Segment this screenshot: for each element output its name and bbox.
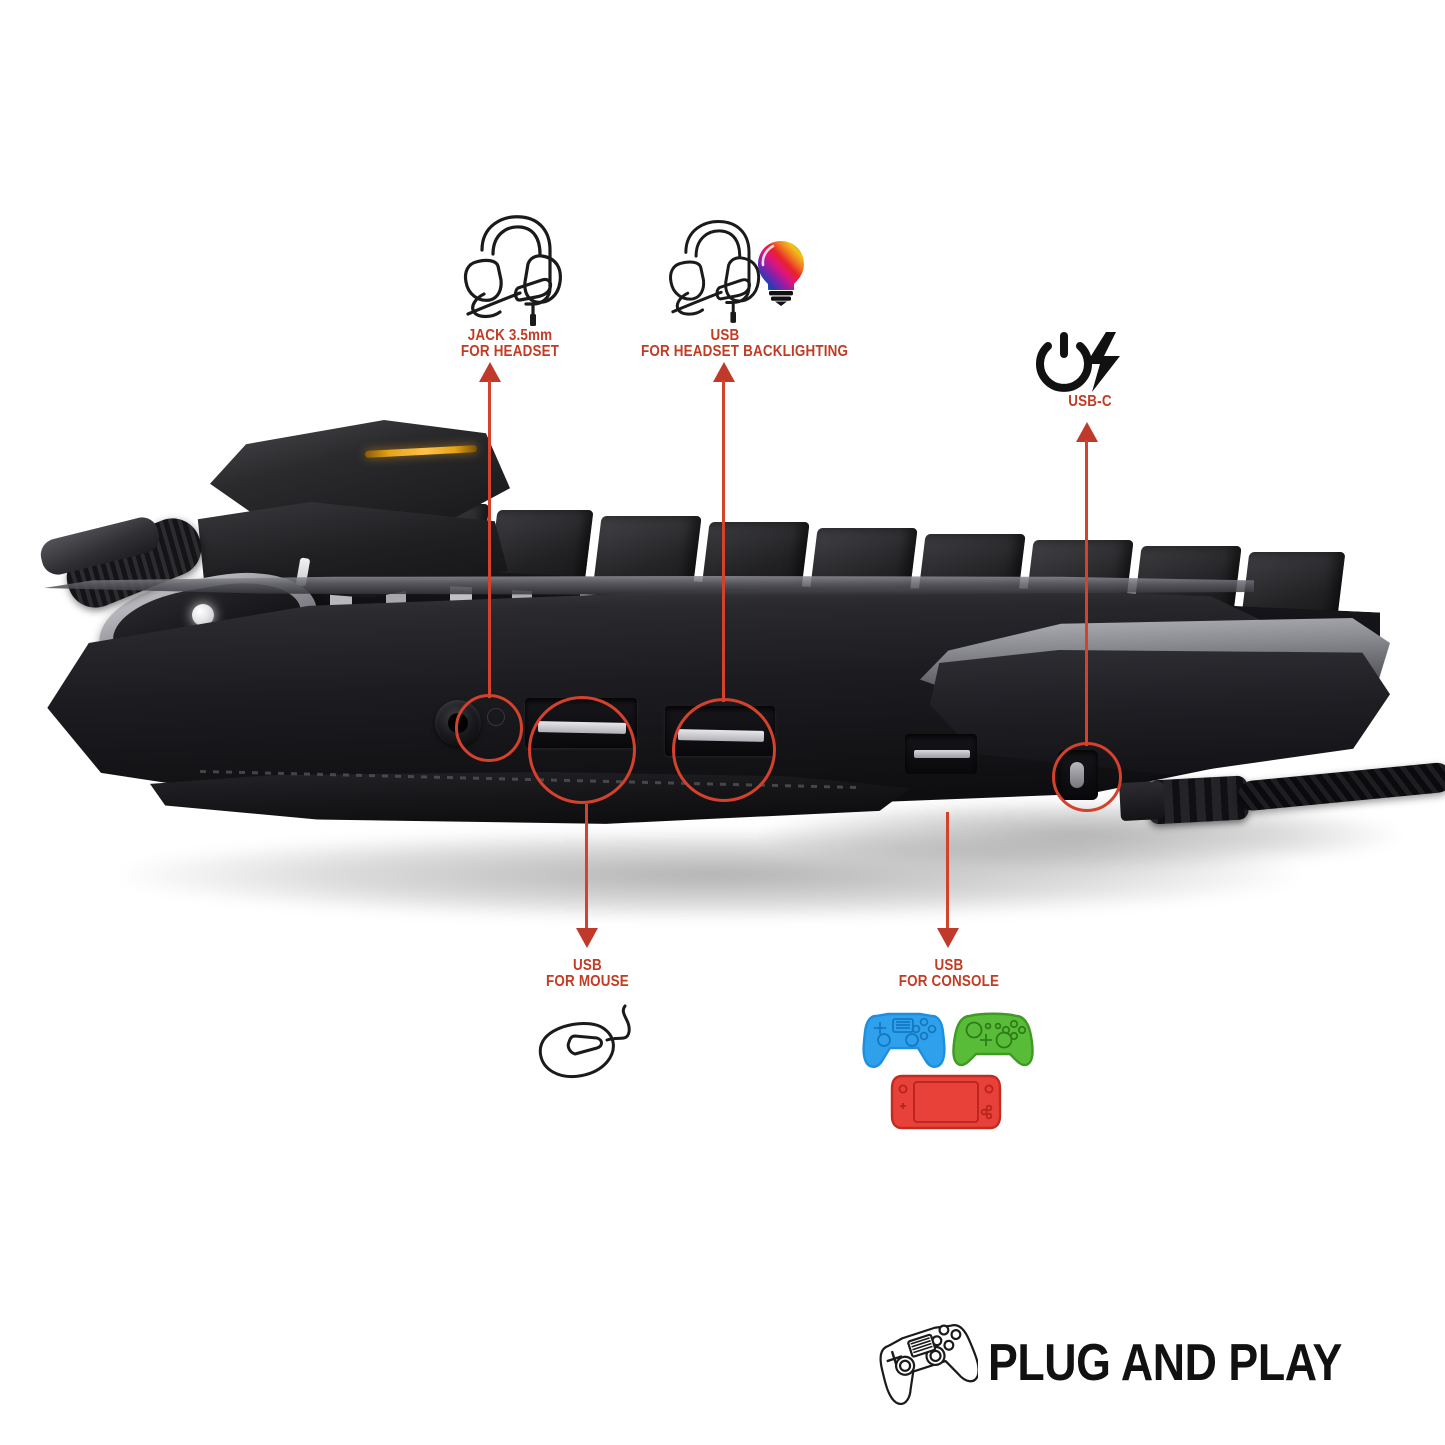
playstation-controller-icon <box>862 1012 946 1068</box>
callout-line1: USB <box>934 957 964 974</box>
power-bolt-icon <box>1036 332 1120 392</box>
chassis-top-lip <box>44 576 1254 596</box>
callout-line2: FOR CONSOLE <box>898 973 1000 991</box>
arrow-head-usbc <box>1076 422 1098 442</box>
rgb-bulb-icon <box>758 241 804 306</box>
callout-jack-35mm: JACK 3.5mm FOR HEADSET <box>430 210 590 370</box>
arrow-shaft-usbc <box>1085 440 1088 746</box>
headset-icon <box>463 215 562 326</box>
callout-label-jack-35mm: JACK 3.5mm FOR HEADSET <box>443 327 577 361</box>
callout-label-usb-console: USB FOR CONSOLE <box>873 957 1026 991</box>
cable-connector <box>1119 780 1165 822</box>
joystick-assembly <box>37 509 370 720</box>
callout-label-usb-mouse: USB FOR MOUSE <box>518 957 657 991</box>
right-plate-body <box>930 650 1390 775</box>
circle-callout-mouse <box>528 696 636 804</box>
gamepad-outline-icon <box>879 1324 978 1405</box>
switch-console-icon <box>890 1074 1002 1130</box>
callout-usb-mouse: USB FOR MOUSE <box>505 957 670 1088</box>
mouse-icon <box>538 1004 631 1078</box>
arrow-shaft-jack <box>488 380 491 698</box>
callout-usb-backlighting: USB FOR HEADSET BACKLIGHTING <box>625 210 849 370</box>
arrow-head-console <box>937 928 959 948</box>
callout-line1: JACK 3.5mm <box>467 327 553 344</box>
arrow-shaft-console <box>946 812 949 930</box>
callout-line1: USB <box>710 327 740 344</box>
plug-and-play-badge: PLUG AND PLAY <box>874 1313 1399 1413</box>
xbox-controller-icon <box>952 1012 1034 1067</box>
callout-line2: FOR HEADSET BACKLIGHTING <box>641 343 849 361</box>
callout-usb-console: USB FOR CONSOLE <box>858 957 1040 1133</box>
arrow-shaft-mouse <box>585 804 588 930</box>
headset-rgb-icon <box>669 220 761 323</box>
circle-callout-backlight <box>672 698 776 802</box>
arrow-head-jack <box>479 362 501 382</box>
arrow-head-backlight <box>713 362 735 382</box>
arrow-shaft-backlight <box>722 380 725 702</box>
braided-cable <box>1236 761 1445 812</box>
plug-and-play-text: PLUG AND PLAY <box>987 1334 1342 1392</box>
usb-port-console-tongue <box>914 750 970 758</box>
product-shadow-right <box>760 800 1400 870</box>
callout-line2: FOR MOUSE <box>546 973 629 991</box>
callout-line1: USB-C <box>1068 393 1112 410</box>
callout-line1: USB <box>573 957 602 974</box>
callout-line2: FOR HEADSET <box>460 343 560 361</box>
circle-callout-jack <box>455 694 523 762</box>
arrow-head-mouse <box>576 928 598 948</box>
circle-callout-usbc <box>1052 742 1122 812</box>
product-shadow <box>120 830 1300 920</box>
callout-label-usb-backlighting: USB FOR HEADSET BACKLIGHTING <box>641 327 849 361</box>
callout-label-usb-c: USB-C <box>1031 393 1149 410</box>
callout-usb-c: USB-C <box>1020 332 1160 422</box>
